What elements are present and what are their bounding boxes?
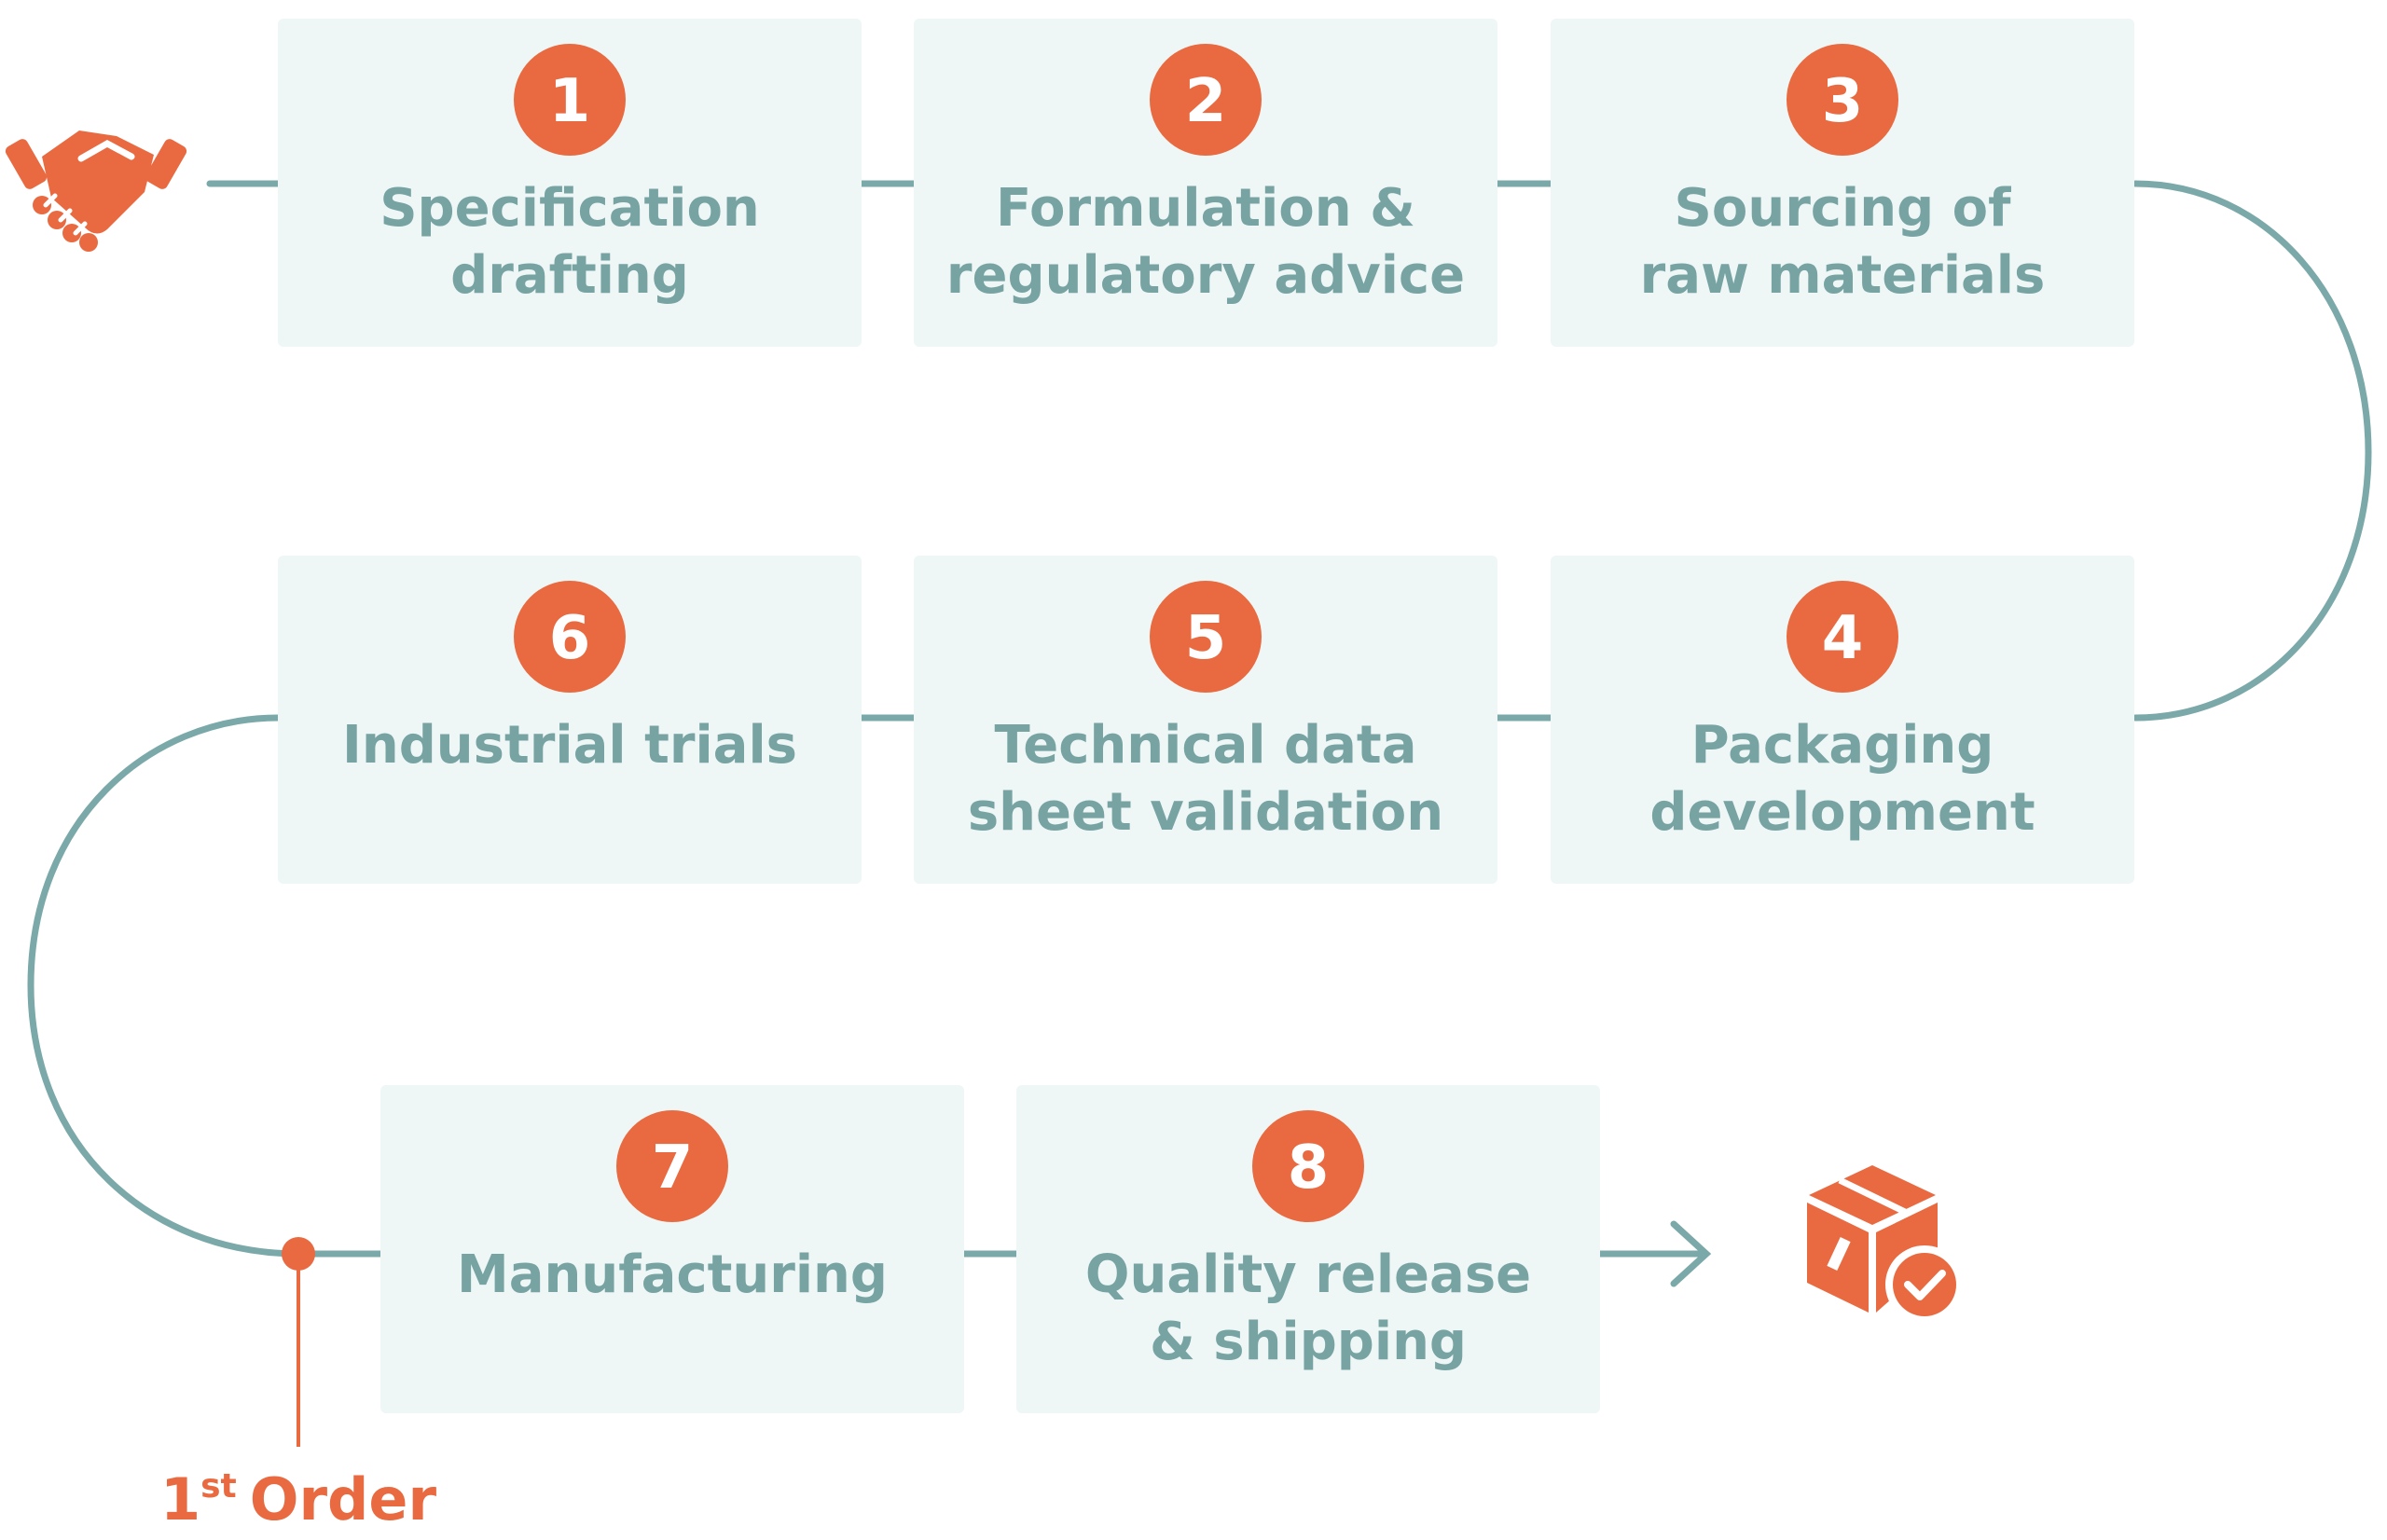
step-label-line: Specification [379,178,760,239]
step-label-line: & shipping [1150,1312,1467,1372]
step-number: 2 [1185,67,1227,136]
step-box [278,556,862,884]
step-label-line: drafting [450,245,689,306]
step-label-line: Quality release [1085,1244,1531,1305]
step-box [380,1085,964,1413]
step-label-line: sheet validation [968,782,1443,843]
milestone-superscript: st [200,1467,237,1506]
step-number-badge [1787,44,1898,156]
step-box [1551,19,2134,347]
step-box [914,556,1497,884]
step-box [914,19,1497,347]
connector-curve-step-3-to-step-4 [2132,180,2372,722]
step-number: 1 [549,67,591,136]
step-number-badge [514,581,626,693]
milestone-number: 1 [160,1465,200,1533]
connector-curve-step-6-to-step-7 [27,714,384,1258]
milestone-dot [282,1237,315,1271]
step-number-badge [1150,44,1262,156]
step-number-badge [1150,581,1262,693]
step-label-line: Technical data [995,715,1417,776]
step-label-line: Industrial trials [342,715,797,776]
step-number: 6 [549,604,591,673]
step-label-line: Manufacturing [457,1244,888,1305]
step-box [1016,1085,1600,1413]
step-label-line: Formulation & [996,178,1415,239]
step-label-line: Sourcing of [1675,178,2012,239]
step-number-badge [1787,581,1898,693]
flow-connectors [27,180,2372,1287]
step-number: 8 [1288,1134,1330,1203]
step-number: 7 [652,1134,694,1203]
step-number: 4 [1822,604,1864,673]
step-number-badge [1252,1110,1364,1222]
step-number-badge [616,1110,728,1222]
milestone-label: 1st Order [160,1465,436,1533]
step-label-line: development [1649,782,2035,843]
step-number-badge [514,44,626,156]
step-box [278,19,862,347]
arrow-head-icon [1670,1220,1712,1287]
step-label-line: regulatory advice [946,245,1465,306]
milestone-text: Order [250,1465,437,1533]
step-number: 3 [1822,67,1864,136]
handshake-icon [5,131,187,252]
first-order-milestone: 1st Order [160,1237,436,1533]
step-number: 5 [1185,604,1227,673]
step-box [1551,556,2134,884]
step-label-line: raw materials [1640,245,2046,306]
step-label-line: Packaging [1691,715,1994,776]
package-delivered-icon [1805,1165,1964,1324]
